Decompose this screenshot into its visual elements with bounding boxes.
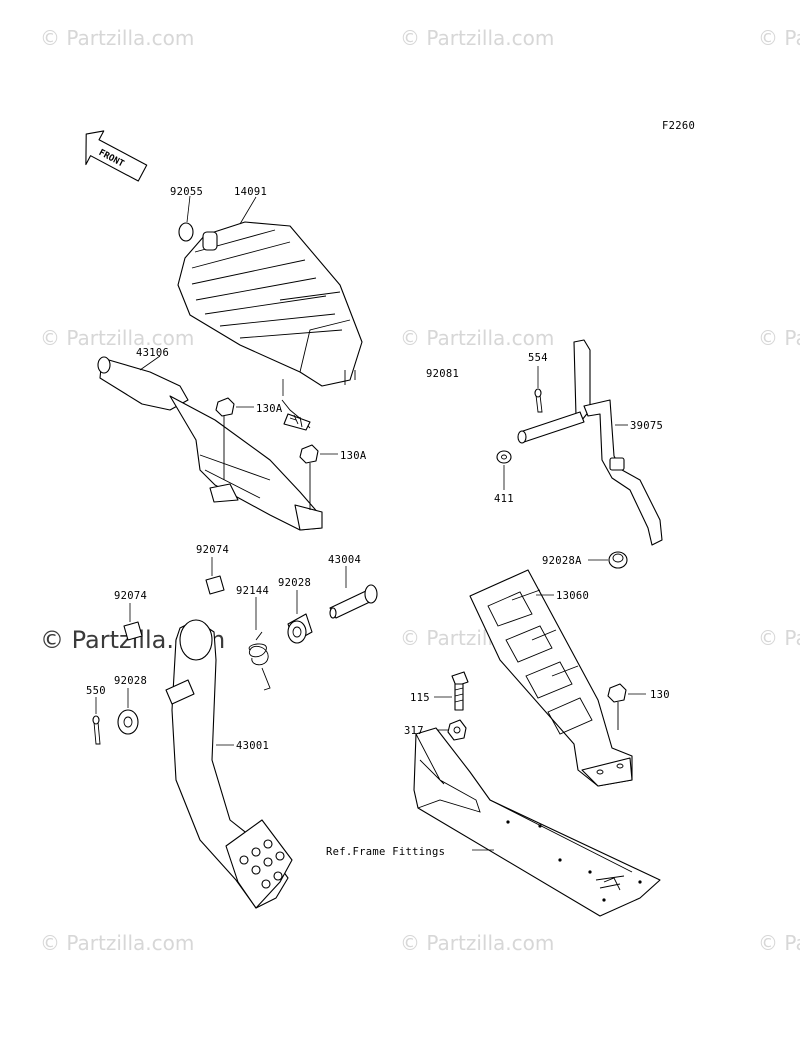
front-direction-arrow: FRONT <box>85 130 148 182</box>
cotter-pin-550[interactable] <box>92 697 101 745</box>
washer-411[interactable] <box>496 450 512 490</box>
spring-92144[interactable] <box>248 597 271 691</box>
part-label[interactable]: 43004 <box>328 554 361 566</box>
cap-92074-top[interactable] <box>205 557 225 595</box>
reference-note: Ref.Frame Fittings <box>326 846 445 858</box>
cotter-pin-554[interactable] <box>534 366 543 413</box>
part-label[interactable]: 554 <box>528 352 548 364</box>
watermark: © Partzilla.com <box>400 26 554 50</box>
part-label[interactable]: 43106 <box>136 347 169 359</box>
cap-92074-left[interactable] <box>123 603 143 641</box>
part-label[interactable]: 130 <box>650 689 670 701</box>
part-label[interactable]: 317 <box>404 725 424 737</box>
part-label[interactable]: 92074 <box>114 590 147 602</box>
part-label[interactable]: 39075 <box>630 420 663 432</box>
nut-317[interactable] <box>432 719 467 741</box>
boot-cover-14091[interactable] <box>177 196 363 387</box>
watermark: © Partzilla.com <box>400 931 554 955</box>
part-label[interactable]: 411 <box>494 493 514 505</box>
part-label[interactable]: 92028 <box>114 675 147 687</box>
part-label[interactable]: 13060 <box>556 590 589 602</box>
bolt-115[interactable] <box>434 671 469 711</box>
part-label[interactable]: 14091 <box>234 186 267 198</box>
part-label[interactable]: 92055 <box>170 186 203 198</box>
bolt-130[interactable] <box>607 683 646 730</box>
part-label[interactable]: 92081 <box>426 368 459 380</box>
figure-code: F2260 <box>662 120 695 132</box>
bushing-92028A[interactable] <box>588 551 628 569</box>
o-ring-92055[interactable] <box>178 195 194 242</box>
bolt-130A-lower[interactable] <box>299 444 338 510</box>
watermark: © Partzilla.com <box>758 326 800 350</box>
part-label[interactable]: 92028 <box>278 577 311 589</box>
rod-39075[interactable] <box>517 339 663 546</box>
bolt-130A-upper[interactable] <box>215 397 254 480</box>
lever-43106[interactable] <box>97 355 323 531</box>
watermark: © Partzilla.com <box>40 931 194 955</box>
watermark: © Partzilla.com <box>400 326 554 350</box>
pedal-43001[interactable] <box>165 619 293 909</box>
part-label[interactable]: 550 <box>86 685 106 697</box>
watermark: © Partzilla.com <box>40 26 194 50</box>
watermark: © Partzilla.com <box>758 26 800 50</box>
frame-fitting <box>413 727 661 917</box>
watermark: © Partzilla.com <box>758 931 800 955</box>
part-labels: 92055 14091 43106 130A 130A 92081 554 39… <box>86 186 670 858</box>
pedal-plate-13060[interactable] <box>469 569 633 787</box>
part-label[interactable]: 130A <box>256 403 283 415</box>
bushing-92028-mid[interactable] <box>287 590 313 644</box>
pin-43004[interactable] <box>329 566 378 619</box>
part-label[interactable]: 92074 <box>196 544 229 556</box>
pedal-pad-holes <box>239 839 285 889</box>
watermark-layer: © Partzilla.com © Partzilla.com © Partzi… <box>40 26 800 955</box>
bushing-92028-left[interactable] <box>117 688 139 735</box>
part-label[interactable]: 130A <box>340 450 367 462</box>
watermark: © Partzilla.com <box>758 626 800 650</box>
part-label[interactable]: 92028A <box>542 555 582 567</box>
part-label[interactable]: 115 <box>410 692 430 704</box>
part-label[interactable]: 43001 <box>236 740 269 752</box>
watermark: © Partzilla.com <box>40 326 194 350</box>
spring-92081[interactable] <box>281 379 311 431</box>
part-label[interactable]: 92144 <box>236 585 269 597</box>
